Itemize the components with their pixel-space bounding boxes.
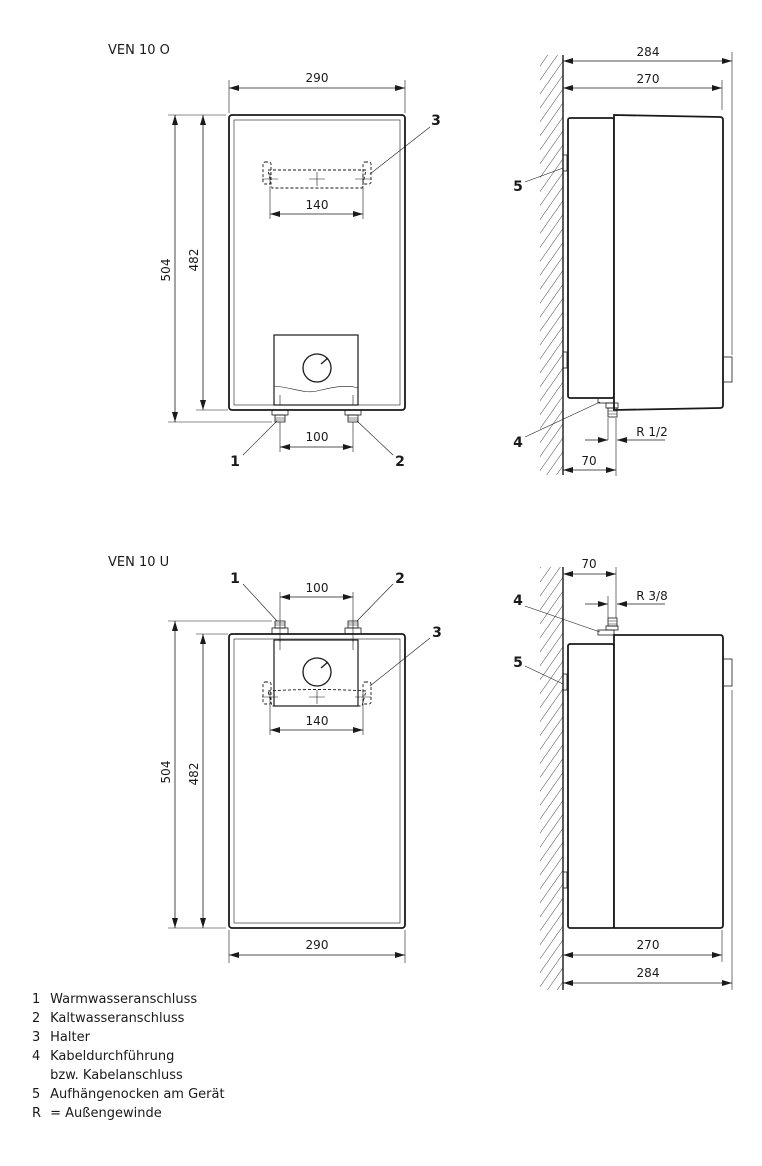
legend-item: bzw. Kabelanschluss	[50, 1068, 183, 1083]
mounting-lug	[562, 871, 568, 889]
legend-item: 1 Warmwasseranschluss	[32, 992, 198, 1007]
callout-1: 1	[230, 454, 240, 470]
callout-2: 2	[395, 454, 405, 470]
dim-depth-total: 284	[637, 45, 660, 59]
callout-2: 2	[395, 571, 405, 587]
side-view-top: 284 270 R 1/2 70 5 4	[513, 45, 733, 476]
thermostat-knob	[302, 353, 332, 383]
legend-item: 5 Aufhängenocken am Gerät	[32, 1087, 225, 1102]
dim-connections: 100	[306, 581, 329, 595]
wall-hatching	[540, 567, 563, 990]
mounting-lug	[562, 673, 568, 691]
dim-width: 290	[306, 71, 329, 85]
dim-connections: 100	[306, 430, 329, 444]
dim-wall-offset: 70	[581, 557, 596, 571]
control-panel	[273, 334, 359, 406]
dim-width: 290	[306, 938, 329, 952]
dim-depth-body: 270	[637, 72, 660, 86]
dim-thread: R 1/2	[636, 425, 667, 439]
dim-depth-body: 270	[637, 938, 660, 952]
callout-4: 4	[513, 593, 523, 609]
front-cover	[613, 634, 724, 929]
legend-item: 4 Kabeldurchführung	[32, 1049, 175, 1064]
control-panel	[273, 639, 359, 707]
dim-holder: 140	[306, 714, 329, 728]
dim-thread: R 3/8	[636, 589, 667, 603]
callout-5: 5	[513, 655, 523, 671]
front-view-top: VEN 10 O 290 504	[108, 43, 441, 470]
thermostat-knob	[302, 657, 332, 687]
legend-item: 3 Halter	[32, 1030, 90, 1045]
holder-dashed	[262, 681, 372, 707]
dim-height-body: 482	[187, 763, 201, 786]
front-view-bottom: VEN 10 U 290 504 482 140	[108, 555, 442, 963]
callout-3: 3	[431, 113, 441, 129]
dim-depth-total: 284	[637, 966, 660, 980]
legend-item: 2 Kaltwasseranschluss	[32, 1011, 185, 1026]
dim-height-total: 504	[159, 259, 173, 282]
mounting-lug	[562, 154, 568, 172]
callout-4: 4	[513, 435, 523, 451]
heater-body	[228, 633, 406, 929]
rear-housing	[567, 643, 615, 929]
rear-housing	[567, 117, 615, 399]
body-inner-line	[233, 638, 401, 924]
callout-3: 3	[432, 625, 442, 641]
callout-5: 5	[513, 179, 523, 195]
wall-hatching	[540, 55, 563, 475]
front-cover	[613, 114, 724, 411]
mounting-lug	[562, 351, 568, 369]
knob-side	[722, 658, 733, 687]
dim-holder: 140	[306, 198, 329, 212]
view-title-bottom: VEN 10 U	[108, 555, 169, 570]
connection-nuts	[271, 620, 362, 635]
connection-nuts	[271, 409, 362, 423]
dim-height-total: 504	[159, 761, 173, 784]
legend: 1 Warmwasseranschluss 2 Kaltwasseranschl…	[32, 990, 225, 1123]
side-view-bottom: 70 R 3/8 270 284 4 5	[513, 557, 733, 990]
legend-item: R = Außengewinde	[32, 1106, 162, 1121]
heater-body	[228, 114, 406, 411]
dim-height-body: 482	[187, 249, 201, 272]
dim-wall-offset: 70	[581, 454, 596, 468]
callout-1: 1	[230, 571, 240, 587]
view-title-top: VEN 10 O	[108, 43, 170, 58]
knob-side	[722, 356, 733, 383]
